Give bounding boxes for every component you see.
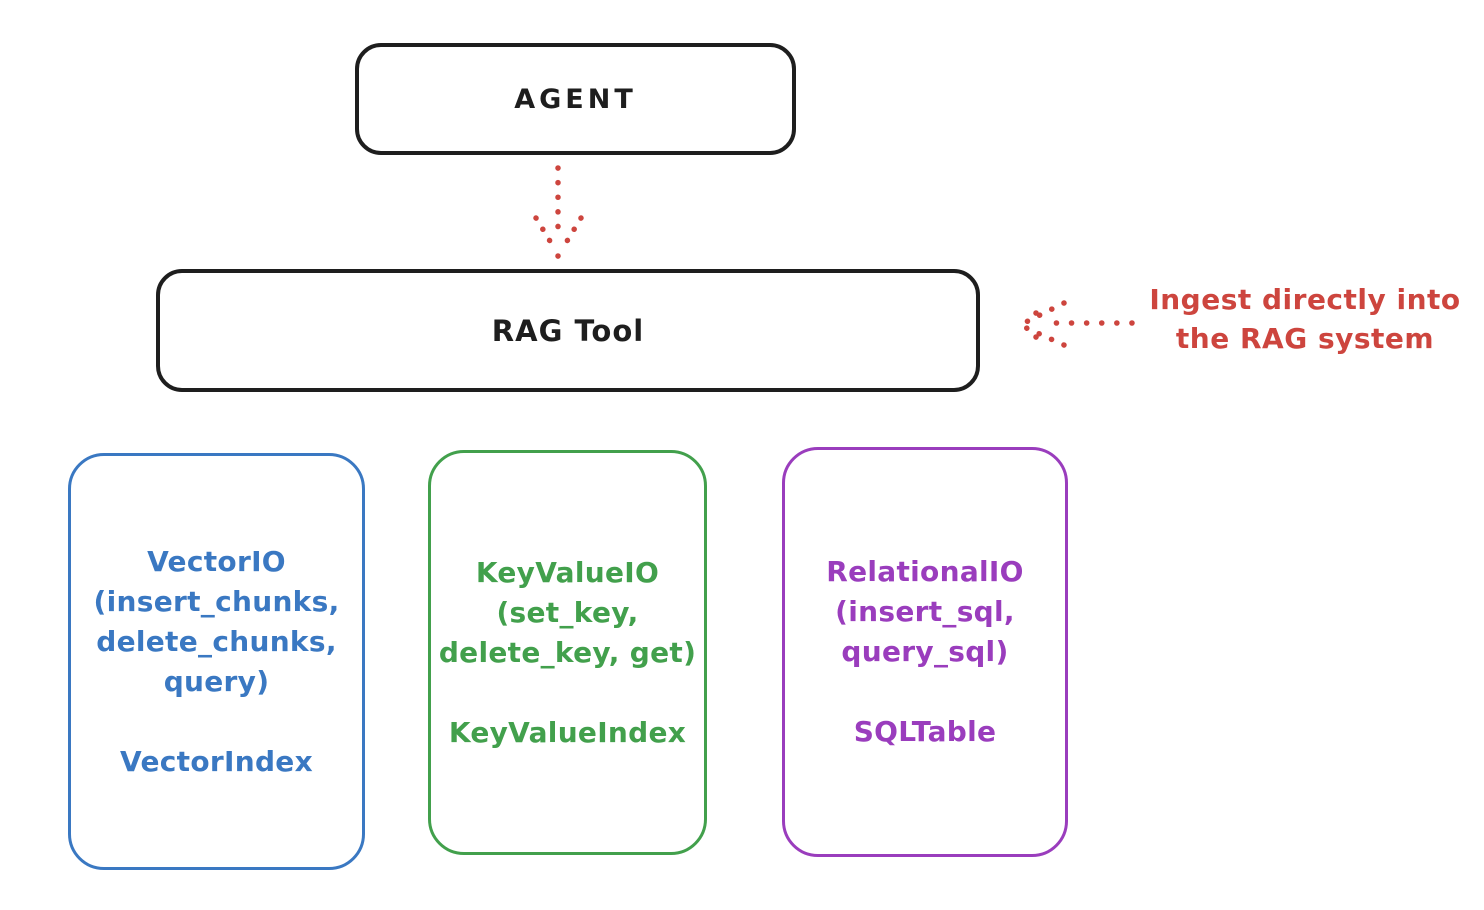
vector-index-label: VectorIndex <box>120 744 313 778</box>
rag-tool-label: RAG Tool <box>491 313 645 348</box>
ingest-annotation-line2: the RAG system <box>1175 322 1435 355</box>
sql-table-label: SQLTable <box>853 715 997 748</box>
vector-io-node: VectorIO (insert_chunks, delete_chunks, … <box>68 453 365 870</box>
relational-io-methods-line2: query_sql) <box>841 635 1009 668</box>
agent-node: AGENT <box>355 43 796 155</box>
keyvalue-index-label: KeyValueIndex <box>448 715 687 749</box>
ingest-annotation: Ingest directly into the RAG system <box>1130 280 1480 358</box>
keyvalue-io-title: KeyValueIO <box>475 555 660 589</box>
rag-tool-node: RAG Tool <box>156 269 980 392</box>
agent-label: AGENT <box>514 83 637 115</box>
annotation-to-rag-arrow <box>1019 300 1135 348</box>
keyvalue-io-methods-line1: (set_key, <box>496 595 639 629</box>
keyvalue-io-methods-line2: delete_key, get) <box>438 635 697 669</box>
vector-io-title: VectorIO <box>147 544 286 578</box>
relational-io-node: RelationalIO (insert_sql, query_sql) SQL… <box>782 447 1068 857</box>
relational-io-title: RelationalIO <box>826 555 1024 588</box>
vector-io-methods-line1: (insert_chunks, <box>93 584 340 618</box>
keyvalue-io-node: KeyValueIO (set_key, delete_key, get) Ke… <box>428 450 707 855</box>
vector-io-methods-line3: query) <box>163 664 270 698</box>
ingest-annotation-line1: Ingest directly into <box>1149 283 1461 316</box>
relational-io-methods-line1: (insert_sql, <box>835 595 1015 628</box>
agent-to-rag-arrow <box>533 165 584 259</box>
vector-io-methods-line2: delete_chunks, <box>96 624 337 658</box>
